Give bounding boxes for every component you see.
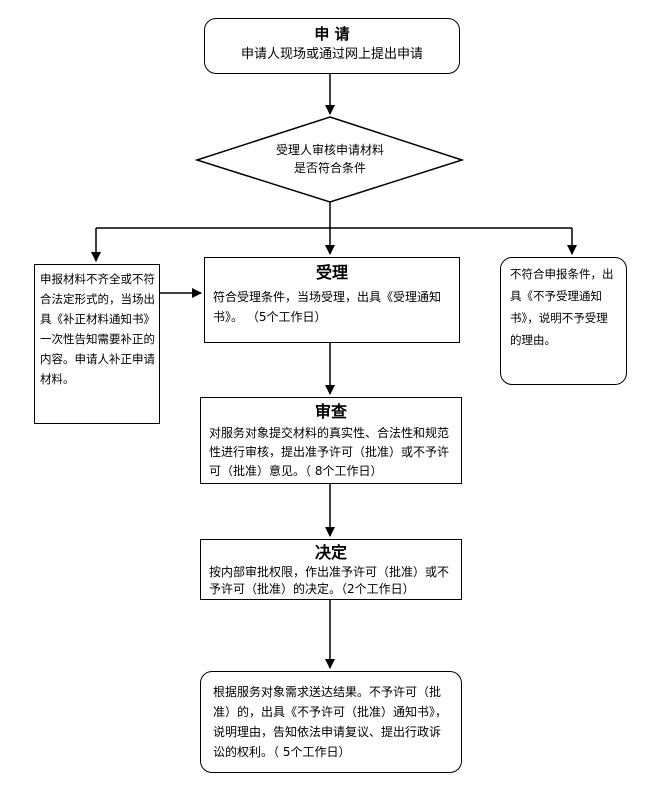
review-decision-line1: 受理人审核申请材料 (275, 143, 384, 157)
decide-box: 决定 按内部审批权限，作出准予许可（批准）或不予许可（批准）的决定。（2个工作日… (200, 539, 462, 600)
review-decision-line2: 是否符合条件 (293, 161, 366, 175)
examine-box: 审查 对服务对象提交材料的真实性、合法性和规范性进行审核，提出准予许可（批准）或… (200, 397, 462, 484)
examine-title: 审查 (314, 402, 347, 421)
apply-text: 申请人现场或通过网上提出申请 (240, 47, 423, 62)
reject-box: 不符合申报条件，出具《不予受理通知书》，说明不予受理的理由。 (500, 257, 627, 385)
apply-title: 申 请 (314, 25, 350, 43)
reject-text: 不符合申报条件，出具《不予受理通知书》，说明不予受理的理由。 (510, 267, 614, 347)
deliver-text: 根据服务对象需求送达结果。不予许可（批准）的，出具《不予许可（批准）通知书》，说… (213, 685, 448, 759)
decide-title: 决定 (314, 543, 347, 562)
apply-box: 申 请 申请人现场或通过网上提出申请 (204, 18, 460, 74)
review-decision-text: 受理人审核申请材料 是否符合条件 (240, 141, 420, 177)
examine-text: 对服务对象提交材料的真实性、合法性和规范性进行审核，提出准予许可（批准）或不予许… (209, 426, 450, 478)
accept-text: 符合受理条件，当场受理，出具《受理通知书》。 （5个工作日） (213, 290, 442, 324)
supplement-box: 申报材料不齐全或不符合法定形式的，当场出具《补正材料通知书》一次性告知需要补正的… (34, 264, 160, 424)
supplement-text: 申报材料不齐全或不符合法定形式的，当场出具《补正材料通知书》一次性告知需要补正的… (40, 272, 155, 386)
decide-text: 按内部审批权限，作出准予许可（批准）或不予许可（批准）的决定。（2个工作日） (209, 565, 450, 596)
accept-title: 受理 (315, 263, 348, 282)
accept-box: 受理 符合受理条件，当场受理，出具《受理通知书》。 （5个工作日） (204, 257, 460, 343)
deliver-box: 根据服务对象需求送达结果。不予许可（批准）的，出具《不予许可（批准）通知书》，说… (200, 671, 462, 773)
